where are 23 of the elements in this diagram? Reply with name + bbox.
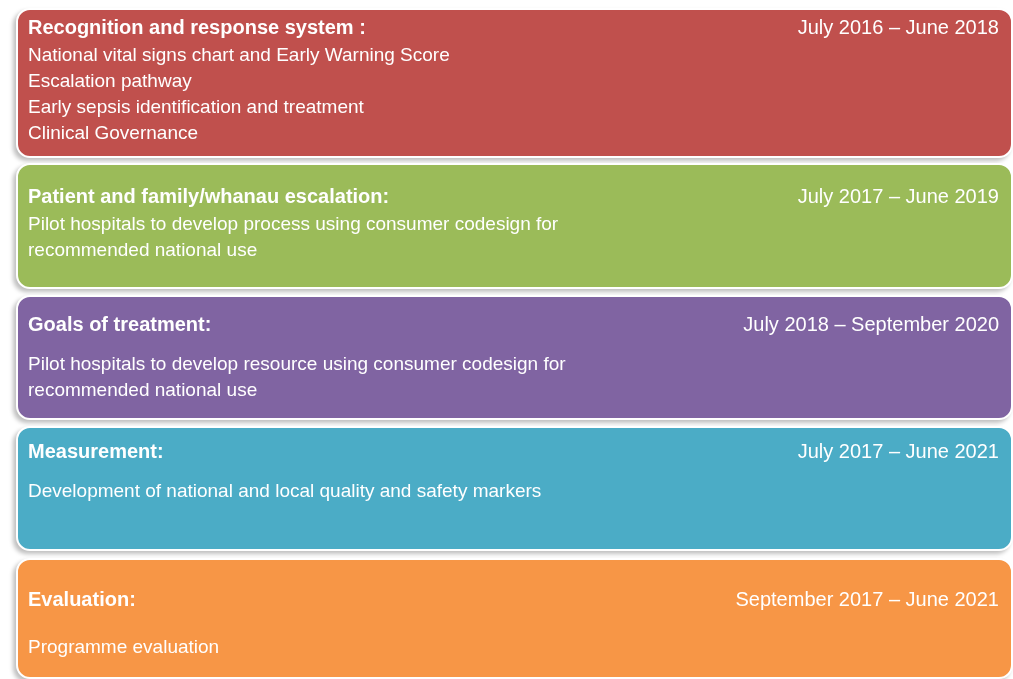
- band-description: Escalation pathway: [28, 69, 193, 93]
- band-heading: Evaluation:: [28, 588, 136, 611]
- band-description: Pilot hospitals to develop resource using consumer codesign for recommended national use: [28, 352, 567, 402]
- band-heading: Recognition and response system :: [28, 16, 366, 39]
- band-description: Programme evaluation: [28, 635, 221, 659]
- band-description: Development of national and local quality and safety markers: [28, 479, 543, 503]
- band-heading: Measurement:: [28, 440, 164, 463]
- timeline-band: [16, 558, 1013, 679]
- band-heading: Goals of treatment:: [28, 313, 212, 336]
- band-description: Early sepsis identification and treatment: [28, 95, 365, 119]
- timeline-band: [16, 295, 1013, 420]
- date-range: July 2018 – September 2020: [743, 313, 999, 336]
- band-description: Clinical Governance: [28, 121, 200, 145]
- date-range: September 2017 – June 2021: [735, 588, 999, 611]
- band-description: National vital signs chart and Early Warning Score: [28, 43, 451, 67]
- band-heading: Patient and family/whanau escalation:: [28, 185, 390, 208]
- date-range: July 2017 – June 2021: [797, 440, 999, 463]
- date-range: July 2017 – June 2019: [797, 185, 999, 208]
- band-description: Pilot hospitals to develop process using consumer codesign for recommended national use: [28, 212, 560, 262]
- timeline-band: [16, 426, 1013, 551]
- timeline-band: [16, 8, 1013, 158]
- date-range: July 2016 – June 2018: [797, 16, 999, 39]
- timeline-band: [16, 163, 1013, 289]
